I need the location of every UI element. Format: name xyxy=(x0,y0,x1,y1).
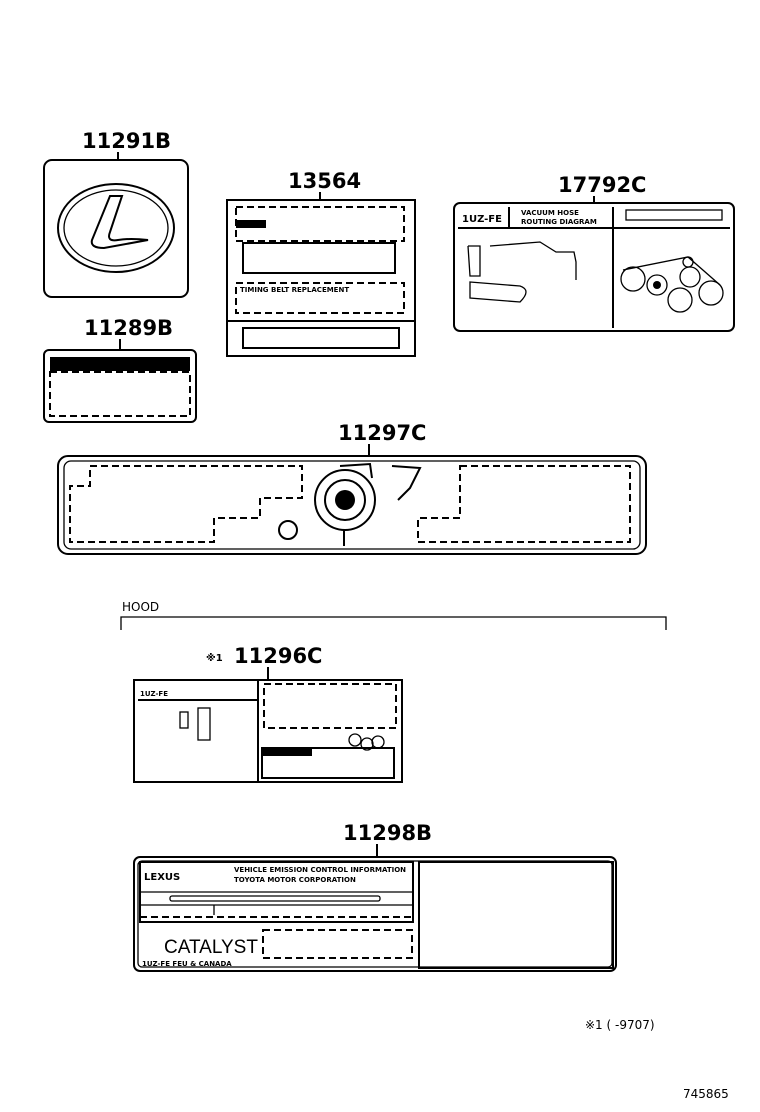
vacuum-hose-text: VACUUM HOSE xyxy=(521,209,579,217)
engine-code-text: 1UZ-FE xyxy=(462,214,502,225)
part-number-17792C[interactable]: 17792C xyxy=(558,173,646,197)
footnote: ※1 ( -9707) xyxy=(585,1018,655,1032)
lexus-logo: LEXUS xyxy=(144,872,180,883)
emission-company: TOYOTA MOTOR CORPORATION xyxy=(234,876,356,884)
part-number-11289B[interactable]: 11289B xyxy=(84,316,173,340)
vacuum-hose-text-2: ROUTING DIAGRAM xyxy=(521,218,597,226)
vacuum-hose-label[interactable]: 1UZ-FE VACUUM HOSE ROUTING DIAGRAM xyxy=(453,202,735,332)
part-number-11296C[interactable]: 11296C xyxy=(234,644,322,668)
timing-belt-label[interactable]: TIMING BELT REPLACEMENT xyxy=(226,199,416,357)
engine-compartment-label[interactable] xyxy=(57,455,647,555)
part-number-11291B[interactable]: 11291B xyxy=(82,129,171,153)
lexus-emblem-icon xyxy=(57,183,175,273)
emblem-label[interactable] xyxy=(43,159,189,298)
vacuum-hose-label-hood[interactable]: 1UZ-FE xyxy=(133,679,403,783)
notice-label[interactable] xyxy=(43,349,197,423)
part-number-11298B[interactable]: 11298B xyxy=(343,821,432,845)
diagram-id: 745865 xyxy=(683,1087,729,1101)
hood-bracket xyxy=(120,616,667,630)
timing-belt-text: TIMING BELT REPLACEMENT xyxy=(240,286,349,294)
part-number-11297C[interactable]: 11297C xyxy=(338,421,426,445)
catalyst-text: CATALYST xyxy=(164,937,258,958)
part-number-13564[interactable]: 13564 xyxy=(288,169,361,193)
engine-code-text-hood: 1UZ-FE xyxy=(140,690,168,698)
market-text: 1UZ-FE FEU & CANADA xyxy=(142,960,232,968)
footnote-marker: ※1 xyxy=(206,652,223,664)
emission-title: VEHICLE EMISSION CONTROL INFORMATION xyxy=(234,866,406,874)
hood-group-label: HOOD xyxy=(122,600,159,614)
emission-control-label[interactable]: LEXUS VEHICLE EMISSION CONTROL INFORMATI… xyxy=(133,856,617,972)
